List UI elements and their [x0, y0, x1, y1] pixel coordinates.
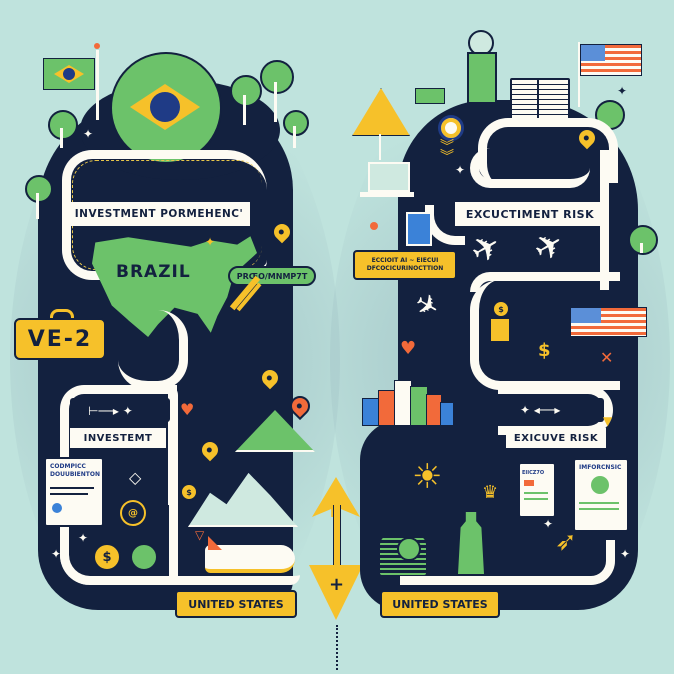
dollar-sign-icon: $ [538, 340, 551, 361]
route-label-investment-mid: INVESTEMT [70, 428, 166, 448]
globe-coin-icon [130, 543, 158, 571]
destination-tag-right: UNITED STATES [380, 590, 500, 618]
laptop-base [360, 192, 414, 197]
right-road-bottom [400, 540, 615, 585]
money-bag-icon [490, 318, 510, 342]
document-title: CODMPICC DOUUBIENTON [50, 463, 100, 478]
sparkle-icon: ✦ [620, 547, 631, 561]
sparkle-icon: ✦ [455, 163, 466, 177]
dollar-coin-icon: $ [93, 543, 121, 571]
brazil-globe [110, 52, 222, 164]
right-road-loop [470, 148, 590, 188]
route-label-risk-top: EXCUCTIMENT RISK [455, 202, 605, 226]
umbrella-pole [379, 134, 381, 160]
sparkle-icon: ✦ [617, 84, 628, 98]
sparkle-icon: ✦ [78, 531, 89, 545]
risk-box [508, 398, 604, 422]
us-flag-mid [570, 307, 647, 337]
arrow-down-triangle-icon: ▼ [603, 414, 613, 428]
sparkle-icon: ✦ [543, 517, 554, 531]
destination-tag-left: UNITED STATES [175, 590, 297, 618]
left-road-vertical [168, 385, 177, 505]
laptop-icon [368, 162, 410, 192]
compliance-document: CODMPICC DOUUBIENTON [44, 457, 104, 527]
dollar-coin-icon: $ [492, 300, 510, 318]
brazil-flag [43, 58, 95, 90]
us-flag-pole [578, 42, 580, 107]
program-badge: PRŒO/MNMP7T [228, 266, 316, 286]
clipboard-icon: EIICZ7O [518, 462, 556, 518]
id-card-icon [406, 212, 432, 246]
double-arrow-shaft [333, 505, 341, 570]
sun-icon: ☀ [412, 457, 443, 497]
warning-triangle-icon: ▽ [195, 528, 205, 542]
dotted-line [336, 625, 338, 670]
right-road-mid-top [470, 272, 620, 292]
crown-icon: ♛ [482, 482, 499, 503]
document-title: IMFORCNSIC [579, 464, 622, 471]
us-flag-top [580, 44, 642, 76]
brazil-flag-pole-top [94, 43, 100, 49]
brazil-flag-pole [96, 50, 99, 120]
sparkle-icon: ✦ [51, 547, 62, 561]
observatory-body [467, 52, 497, 104]
route-label-investment-top: INVESTMENT PORMEHENC' [68, 202, 250, 226]
dollar-coin-icon: $ [180, 483, 198, 501]
arrow-right-icon: ⊢──▸ ✦ [88, 404, 133, 418]
heart-icon: ♥ [400, 338, 417, 359]
country-label: BRAZIL [116, 262, 191, 282]
bird-icon: ➶ [555, 527, 577, 557]
sparkle-icon: ✦ [83, 127, 94, 141]
left-road-bottom [60, 505, 300, 585]
left-road-connector [118, 310, 188, 390]
brazil-blue-circle [150, 92, 180, 122]
cross-icon: + [329, 574, 345, 595]
visa-tag: VE-2 [14, 318, 106, 360]
signpost-icon [415, 88, 445, 104]
route-label-risk-mid: EXICUVE RISK [506, 428, 606, 448]
investment-box [70, 398, 170, 422]
suitcase-handle [50, 309, 74, 322]
info-tag: ECCIOIT AI ~ EIECUI DFCOCICURINOCTTION [353, 250, 457, 280]
key-icon [370, 222, 378, 230]
double-arrow-horizontal-icon: ✦ ◂──▸ [520, 403, 561, 417]
open-book-icon [510, 78, 570, 122]
chevrons-icon: ︾︾ [440, 139, 454, 165]
sparkle-icon: ✦ [205, 235, 216, 249]
book-spine [537, 78, 539, 118]
bar-blocks-icon [362, 380, 454, 426]
target-icon [438, 115, 464, 141]
umbrella-icon [352, 88, 410, 136]
information-document: IMFORCNSIC [573, 458, 629, 532]
sun-coin-icon: @ [120, 500, 146, 526]
cross-out-icon: ✕ [600, 348, 614, 367]
diamond-knot-icon: ◇ [129, 468, 142, 487]
heart-icon: ♥ [180, 400, 195, 419]
